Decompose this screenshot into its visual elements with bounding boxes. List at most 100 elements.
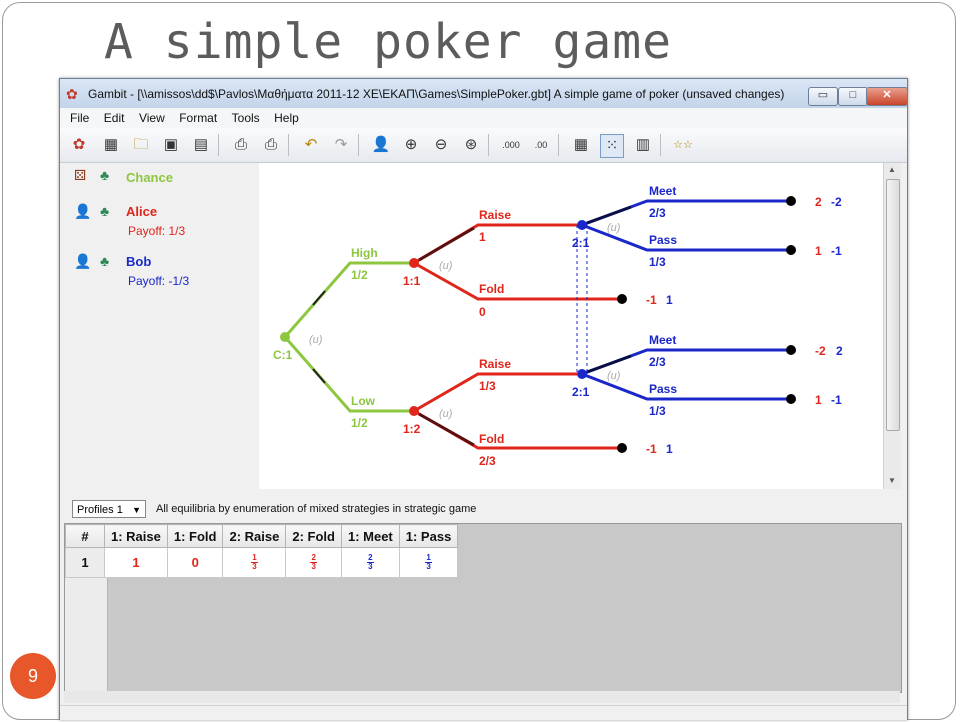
save-icon[interactable]: ▣ [163,136,179,153]
zoom-fit-icon[interactable]: ⊛ [464,136,478,153]
strategy-icon[interactable]: ♣ [100,253,110,269]
terminal-node[interactable] [786,345,796,355]
table-horizontal-scrollbar[interactable] [64,691,900,703]
zoom-in-icon[interactable]: ⊕ [404,136,418,153]
move-raise-2-prob: 1/3 [479,379,496,393]
branch-low[interactable] [283,336,409,413]
move-meet-2-label: Meet [649,333,676,347]
branch-raise-2[interactable] [413,372,577,413]
payoff-p2: -1 [831,393,842,407]
toolbar-separator [558,134,559,156]
branch-raise-1-highlight [418,226,475,262]
gambit-logo-icon[interactable]: ✿ [72,136,86,153]
cell-1-raise[interactable]: 1 [104,547,168,578]
maximize-button[interactable]: □ [838,87,868,106]
open-folder-icon[interactable]: 🗀 [133,136,149,153]
print-icon[interactable]: ⎙ [234,136,247,153]
terminal-node[interactable] [786,245,796,255]
player-bob[interactable]: Bob [126,254,152,269]
scroll-thumb[interactable] [886,179,900,431]
strategy-icon[interactable]: ♣ [100,167,110,183]
alice-node-2[interactable] [409,406,419,416]
branch-fold-1[interactable] [413,261,622,301]
menu-help[interactable]: Help [274,111,299,125]
title-bar[interactable]: ✿ Gambit - [\\amissos\dd$\Pavlos\Μαθήματ… [60,79,908,109]
bob-node-1[interactable] [577,220,587,230]
increase-decimals-icon[interactable]: .000 [502,140,520,150]
branch-tick [312,368,326,384]
strategic-table-icon[interactable]: ▦ [573,136,589,153]
col-header-1-pass[interactable]: 1: Pass [398,524,459,548]
payoff-p1: 1 [815,244,822,258]
decrease-decimals-icon[interactable]: .00 [534,140,548,150]
move-high-label: High [351,246,378,260]
menu-file[interactable]: File [70,111,90,125]
menu-tools[interactable]: Tools [231,111,260,125]
close-button[interactable]: ✕ [866,87,908,106]
payoff-p1: -1 [646,442,657,456]
terminal-node[interactable] [617,443,627,453]
tree-vertical-scrollbar[interactable]: ▲ ▼ [883,163,901,489]
branch-high[interactable] [283,261,409,338]
menu-view[interactable]: View [138,111,165,125]
game-tree-canvas[interactable]: C:1 (u) High 1/2 Low 1/2 1:1 (u) Raise 1… [259,163,883,489]
move-raise-1-prob: 1 [479,230,486,244]
row-index[interactable]: 1 [65,547,105,578]
col-header-2-raise[interactable]: 2: Raise [222,524,287,548]
terminal-node[interactable] [617,294,627,304]
calculator-icon[interactable]: ▥ [635,136,651,153]
save-as-icon[interactable]: ▤ [193,136,209,153]
add-player-icon[interactable]: 👤 [371,136,391,153]
bob-node-1-tag: (u) [607,222,621,234]
strategy-icon[interactable]: ♣ [100,203,110,219]
branch-raise-1[interactable] [413,223,577,265]
print-preview-icon[interactable]: ⎙ [264,136,277,153]
redo-icon[interactable]: ↷ [334,136,348,153]
alice-node-2-label: 1:2 [403,422,421,436]
col-header-1-raise[interactable]: 1: Raise [104,524,168,548]
profiles-select[interactable]: Profiles 1 ▼ [72,500,146,518]
gambit-app-icon: ✿ [66,86,78,102]
branch-pass-1[interactable] [581,223,791,252]
alice-node-2-tag: (u) [439,408,453,420]
payoff-p2: 1 [666,442,673,456]
scroll-down-icon[interactable]: ▼ [888,476,896,485]
terminal-node[interactable] [786,196,796,206]
col-header-2-fold[interactable]: 2: Fold [285,524,342,548]
col-header-1-meet[interactable]: 1: Meet [340,524,400,548]
player-alice[interactable]: Alice [126,204,158,219]
undo-icon[interactable]: ↶ [304,136,318,153]
chance-node[interactable] [280,332,290,342]
new-table-icon[interactable]: ▦ [103,136,119,153]
minimize-button[interactable]: ▭ [808,87,838,106]
cell-1-fold[interactable]: 0 [166,547,224,578]
alice-node-1[interactable] [409,258,419,268]
branch-pass-2[interactable] [581,372,791,401]
branch-tick [312,290,326,306]
bob-node-2[interactable] [577,369,587,379]
scroll-up-icon[interactable]: ▲ [888,165,896,174]
payoff-p2: -2 [831,195,842,209]
branch-fold-2-highlight [418,412,475,447]
profiles-select-value: Profiles 1 [77,504,123,516]
player-chance[interactable]: Chance [126,170,173,185]
col-header-1-fold[interactable]: 1: Fold [166,524,224,548]
terminal-node[interactable] [786,394,796,404]
equilibria-icon[interactable]: ☆☆ [673,139,693,151]
zoom-out-icon[interactable]: ⊖ [434,136,448,153]
numerator: 1 [425,553,432,564]
tree-layout-icon[interactable]: ⁙ [600,134,624,158]
move-raise-2-label: Raise [479,357,511,371]
payoff-p2: 2 [836,344,843,358]
menu-edit[interactable]: Edit [103,111,125,125]
menu-format[interactable]: Format [179,111,218,125]
move-pass-1-label: Pass [649,233,677,247]
col-header-index[interactable]: # [65,524,105,548]
